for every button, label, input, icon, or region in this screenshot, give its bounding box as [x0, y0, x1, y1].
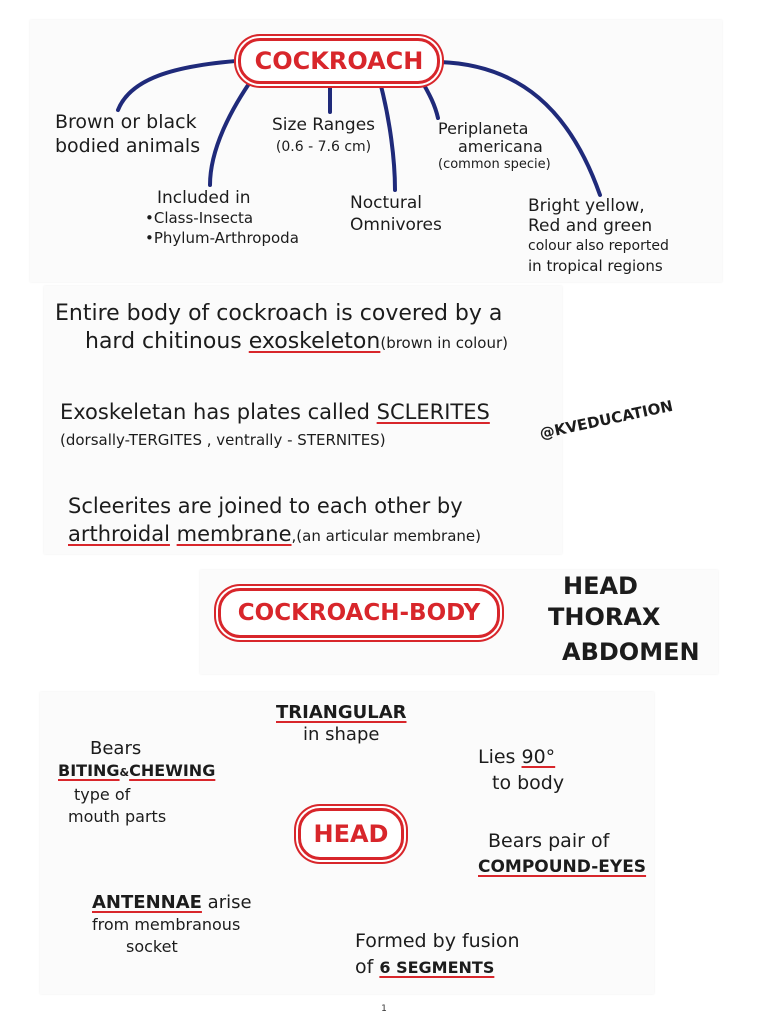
- node-included-in: Included in •Class-Insecta •Phylum-Arthr…: [145, 188, 299, 248]
- head-node-biting: Bears BITING&CHEWING type of mouth parts: [58, 738, 215, 828]
- keyword-exoskeleton: exoskeleton: [248, 329, 381, 354]
- node-brown-line2: bodied animals: [55, 135, 201, 157]
- statement-2-pre: Exoskeletan has plates called: [60, 400, 370, 424]
- head-node-segments-line2: of 6 SEGMENTS: [355, 954, 520, 981]
- statement-1-pre: hard chitinous: [85, 329, 242, 354]
- head-node-lies: Lies 90° to body: [478, 744, 564, 796]
- statement-2-line1: Exoskeletan has plates called SCLERITES: [60, 398, 490, 426]
- head-title-text: HEAD: [313, 820, 389, 848]
- statement-3-line1: Scleerites are joined to each other by: [68, 494, 463, 518]
- keyword-biting: BITING: [58, 761, 120, 780]
- head-title: HEAD: [298, 808, 404, 860]
- connector-colour: [438, 60, 602, 197]
- head-node-triangular-rest: in shape: [303, 724, 380, 745]
- node-periplaneta-line1: Periplaneta: [438, 119, 529, 138]
- node-colour-line1: Bright yellow,: [528, 196, 645, 216]
- node-included-line2: •Class-Insecta: [145, 209, 254, 227]
- node-noctural-line2: Omnivores: [350, 215, 442, 235]
- head-node-lies-rest: to body: [492, 772, 565, 794]
- keyword-antennae: ANTENNAE: [92, 892, 202, 913]
- connector-brown: [116, 58, 252, 112]
- keyword-membrane: membrane: [176, 522, 292, 546]
- node-colour-line2: Red and green: [528, 216, 653, 236]
- head-node-antennae: ANTENNAE arise from membranous socket: [92, 892, 252, 958]
- keyword-compound-eyes: COMPOUND-EYES: [478, 857, 647, 877]
- cockroach-title-text: COCKROACH: [254, 47, 424, 75]
- connector-periplaneta: [418, 76, 440, 120]
- node-included-line1: Included in: [157, 188, 251, 208]
- cockroach-body-title: COCKROACH-BODY: [218, 588, 500, 638]
- head-node-antennae-rest2: from membranous: [92, 915, 241, 934]
- head-node-biting-line2: BITING&CHEWING: [58, 760, 215, 784]
- node-colour-line3: colour also reported: [528, 238, 669, 254]
- node-size-line1: Size Ranges: [272, 115, 376, 135]
- node-colour: Bright yellow, Red and green colour also…: [528, 196, 669, 276]
- head-node-lies-line1: Lies 90°: [478, 744, 564, 770]
- node-brown-bodied: Brown or black bodied animals: [55, 110, 200, 158]
- node-colour-line4: in tropical regions: [528, 257, 663, 275]
- node-periplaneta-line3: (common specie): [438, 157, 551, 172]
- head-node-antennae-rest: arise: [207, 892, 252, 913]
- head-node-segments-of: of: [355, 956, 374, 978]
- statement-1: Entire body of cockroach is covered by a…: [55, 300, 508, 357]
- cockroach-title: COCKROACH: [238, 38, 440, 84]
- node-included-line3: •Phylum-Arthropoda: [145, 229, 299, 247]
- statement-2: Exoskeletan has plates called SCLERITES …: [60, 398, 490, 454]
- keyword-chewing: CHEWING: [129, 761, 216, 780]
- node-brown-line1: Brown or black: [55, 111, 197, 133]
- exoskeleton-card: [44, 286, 562, 554]
- statement-3-line2: arthroidal membrane,(an articular membra…: [68, 520, 481, 550]
- connector-noctural: [378, 80, 397, 192]
- node-size-ranges: Size Ranges (0.6 - 7.6 cm): [272, 114, 375, 158]
- page-number: 1: [381, 1004, 387, 1014]
- head-node-triangular: TRIANGULAR in shape: [276, 702, 406, 746]
- keyword-90-degree: 90°: [521, 746, 556, 768]
- node-noctural: Noctural Omnivores: [350, 192, 442, 236]
- keyword-arthroidal: arthroidal: [68, 522, 170, 546]
- statement-3: Scleerites are joined to each other by a…: [68, 492, 481, 550]
- head-node-biting-pre: Bears: [90, 738, 142, 759]
- statement-1-post: (brown in colour): [380, 334, 509, 352]
- node-periplaneta-line2: americana: [458, 137, 543, 156]
- node-noctural-line1: Noctural: [350, 193, 423, 213]
- head-node-compound-pre: Bears pair of: [488, 830, 610, 852]
- statement-2-line2: (dorsally-TERGITES , ventrally - STERNIT…: [60, 431, 386, 449]
- node-size-line2: (0.6 - 7.6 cm): [275, 139, 372, 155]
- keyword-6-segments: 6 SEGMENTS: [379, 958, 495, 977]
- head-node-antennae-rest3: socket: [126, 937, 178, 956]
- body-part-thorax: THORAX: [548, 603, 661, 631]
- cockroach-body-title-text: COCKROACH-BODY: [237, 600, 481, 626]
- statement-1-line1: Entire body of cockroach is covered by a: [55, 301, 503, 326]
- node-periplaneta: Periplaneta americana (common specie): [438, 120, 551, 174]
- head-node-biting-rest2: mouth parts: [68, 807, 167, 826]
- head-node-segments: Formed by fusion of 6 SEGMENTS: [355, 928, 520, 981]
- head-node-lies-pre: Lies: [478, 746, 516, 768]
- keyword-triangular: TRIANGULAR: [276, 702, 407, 723]
- statement-3-post: ,(an articular membrane): [291, 527, 481, 545]
- connector-included: [208, 73, 257, 187]
- keyword-sclerites: SCLERITES: [376, 400, 490, 424]
- statement-1-line2: hard chitinous exoskeleton(brown in colo…: [55, 328, 508, 357]
- head-node-antennae-line1: ANTENNAE arise: [92, 892, 252, 914]
- body-part-abdomen: ABDOMEN: [562, 638, 700, 666]
- head-node-biting-amp: &: [119, 766, 130, 779]
- body-part-head: HEAD: [563, 572, 638, 600]
- head-node-biting-rest1: type of: [74, 785, 131, 804]
- head-node-segments-pre: Formed by fusion: [355, 930, 520, 952]
- head-node-compound: Bears pair of COMPOUND-EYES: [478, 828, 646, 880]
